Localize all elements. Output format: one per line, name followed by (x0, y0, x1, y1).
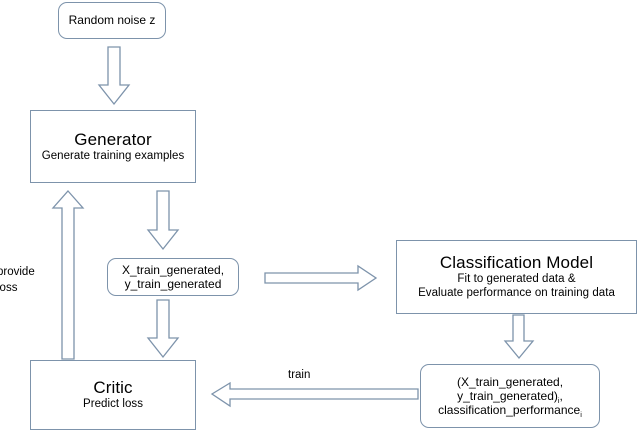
node-classification-model: Classification Model Fit to generated da… (396, 240, 637, 314)
edge-label-train-text: train (288, 369, 311, 381)
edge-label-provide-loss: provide loss (0, 265, 35, 296)
edge-label-train: train (288, 368, 310, 384)
arrow-generator-to-train-data (146, 190, 180, 251)
arrow-result-to-critic (210, 381, 419, 408)
node-generator: Generator Generate training examples (30, 110, 196, 183)
node-train-data-line1: X_train_generated, (121, 262, 225, 277)
node-critic-subtitle: Predict loss (82, 398, 144, 411)
node-result-tuple-line2-subscript: i (557, 395, 560, 405)
node-result-tuple-line2-text: y_train_generated) (457, 388, 558, 403)
node-result-tuple-line1: (X_train_generated, (456, 374, 564, 389)
node-generator-subtitle: Generate training examples (41, 149, 185, 162)
arrow-noise-to-generator (97, 46, 131, 106)
node-generator-title: Generator (74, 129, 152, 149)
edge-label-provide-loss-line2: loss (0, 281, 18, 294)
node-result-tuple-line3-subscript: i (580, 409, 582, 419)
node-train-data-line2: y_train_generated (124, 277, 222, 291)
node-result-tuple-line2-tail: , (559, 388, 563, 403)
node-random-noise: Random noise z (58, 2, 166, 39)
arrow-critic-to-generator (51, 190, 85, 360)
node-result-tuple: (X_train_generated, y_train_generated)i,… (420, 364, 600, 428)
node-classification-model-subtitle-2: Evaluate performance on training data (418, 287, 615, 300)
edge-label-provide-loss-line1: provide (0, 266, 35, 278)
arrow-classification-model-to-result (503, 314, 535, 360)
node-result-tuple-line2: y_train_generated)i, (457, 388, 563, 405)
arrow-train-data-to-critic (146, 299, 180, 359)
node-random-noise-label: Random noise z (68, 13, 156, 28)
node-classification-model-title: Classification Model (439, 253, 594, 273)
node-critic: Critic Predict loss (30, 360, 196, 430)
node-train-data: X_train_generated, y_train_generated (107, 258, 239, 296)
arrow-train-data-to-classification-model (264, 264, 378, 292)
node-classification-model-subtitle-1: Fit to generated data & (457, 273, 576, 286)
node-result-tuple-line3: classification_performancei (438, 403, 582, 419)
node-result-tuple-line3-text: classification_performance (438, 403, 581, 418)
node-critic-title: Critic (93, 378, 133, 398)
